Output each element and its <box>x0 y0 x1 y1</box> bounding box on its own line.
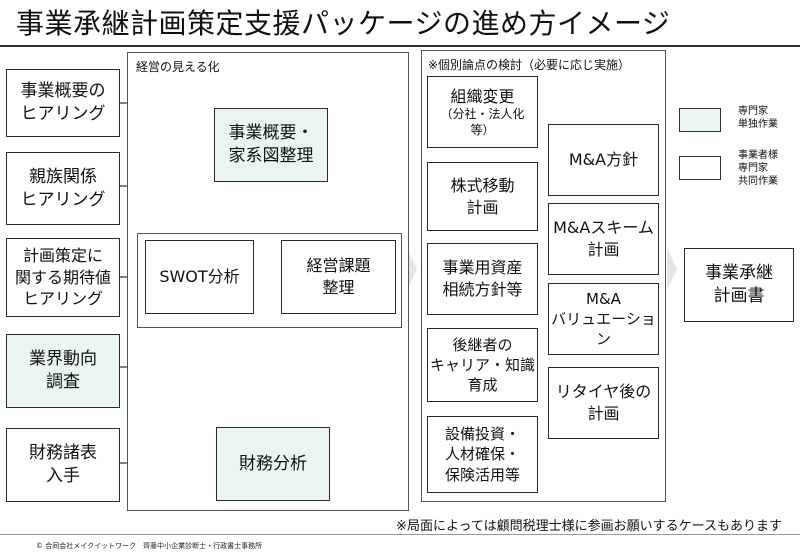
investment-line2: 人材確保・ <box>444 445 520 464</box>
industry-survey-box: 業界動向 調査 <box>6 334 120 408</box>
financial-statements-line2: 入手 <box>46 466 80 486</box>
investment-line3: 保険活用等 <box>444 465 520 484</box>
financial-analysis-box: 財務分析 <box>216 427 330 501</box>
legend-expert-line2: 単独作業 <box>738 119 778 130</box>
legend-joint-line1: 事業者様 <box>738 150 778 161</box>
ma-scheme-line1: M&Aスキーム <box>553 218 654 238</box>
successor-line2: キャリア・知識 <box>429 355 535 374</box>
hearing-overview-box: 事業概要の ヒアリング <box>6 69 120 137</box>
issues-line2: 整理 <box>322 278 355 297</box>
issues-box: 経営課題 整理 <box>281 240 396 314</box>
hearing-overview-line1: 事業概要の <box>20 81 106 102</box>
stock-transfer-line2: 計画 <box>466 197 499 217</box>
org-change-note-line2: 等） <box>470 122 495 137</box>
title-underline <box>0 45 800 47</box>
retirement-line1: リタイヤ後の <box>555 382 652 402</box>
chevron-2 <box>667 248 677 290</box>
hearing-family-line1: 親族関係 <box>29 166 97 187</box>
output-plan-line1: 事業承継 <box>705 263 773 284</box>
stock-transfer-box: 株式移動 計画 <box>427 162 538 231</box>
legend-joint-line3: 共同作業 <box>738 176 778 187</box>
issues-line1: 経営課題 <box>306 256 371 276</box>
hearing-overview-line2: ヒアリング <box>20 104 106 124</box>
org-change-note-line1: （分社・法人化 <box>440 107 525 122</box>
financial-analysis-label: 財務分析 <box>239 453 307 474</box>
output-plan-box: 事業承継 計画書 <box>684 248 794 322</box>
hearing-expectation-line2: 関する期待値 <box>14 267 111 287</box>
ma-scheme-line2: 計画 <box>587 240 620 259</box>
business-assets-line1: 事業用資産 <box>442 258 523 278</box>
ma-valuation-line1: M&A <box>586 289 621 308</box>
financial-statements-line1: 財務諸表 <box>29 443 97 464</box>
successor-box: 後継者の キャリア・知識 育成 <box>427 328 538 402</box>
visualization-label: 経営の見える化 <box>136 60 220 74</box>
business-assets-line2: 相続方針等 <box>442 280 523 299</box>
industry-survey-line1: 業界動向 <box>29 349 97 370</box>
ma-policy-box: M&A方針 <box>548 124 659 196</box>
business-assets-box: 事業用資産 相続方針等 <box>427 243 538 315</box>
retirement-box: リタイヤ後の 計画 <box>548 367 659 439</box>
hearing-expectation-line1: 計画策定に <box>22 246 103 266</box>
swot-label: SWOT分析 <box>159 267 240 287</box>
retirement-line2: 計画 <box>587 404 620 423</box>
issues-review-label: ※個別論点の検討（必要に応じ実施） <box>428 58 631 72</box>
industry-survey-line2: 調査 <box>46 372 80 392</box>
legend-swatch-expert <box>679 108 721 132</box>
ma-valuation-box: M&A バリュエーション <box>548 283 659 355</box>
legend-expert-line1: 専門家 <box>738 106 768 117</box>
copyright: © 合同会社メイクイットワーク 齊藤中小企業診断士・行政書士事務所 <box>36 542 263 550</box>
financial-statements-box: 財務諸表 入手 <box>6 428 120 502</box>
investment-box: 設備投資・ 人材確保・ 保険活用等 <box>427 416 538 493</box>
hearing-expectation-line3: ヒアリング <box>22 289 103 309</box>
footnote: ※局面によっては顧問税理士様に参画お願いするケースもあります <box>396 519 782 534</box>
hearing-family-box: 親族関係 ヒアリング <box>6 152 120 225</box>
legend-joint-text: 事業者様 専門家 共同作業 <box>738 149 778 188</box>
successor-line3: 育成 <box>467 376 498 395</box>
org-change-box: 組織変更 （分社・法人化 等） <box>427 76 538 148</box>
investment-line1: 設備投資・ <box>444 425 520 444</box>
ma-valuation-line2: バリュエーション <box>551 309 656 349</box>
legend-expert-text: 専門家 単独作業 <box>738 105 778 131</box>
org-change-label: 組織変更 <box>450 86 515 106</box>
chevron-1 <box>407 248 417 290</box>
legend-joint-line2: 専門家 <box>738 163 768 174</box>
ma-policy-label: M&A方針 <box>568 150 639 170</box>
overview-organize-box: 事業概要・ 家系図整理 <box>214 108 328 182</box>
overview-organize-line2: 家系図整理 <box>228 146 314 166</box>
hearing-family-line2: ヒアリング <box>20 189 106 210</box>
footer-rule <box>0 534 800 535</box>
output-plan-line2: 計画書 <box>713 286 765 306</box>
page-title: 事業承継計画策定支援パッケージの進め方イメージ <box>16 7 671 40</box>
legend-swatch-joint <box>679 156 721 180</box>
successor-line1: 後継者の <box>452 335 513 354</box>
swot-box: SWOT分析 <box>145 240 254 314</box>
ma-scheme-box: M&Aスキーム 計画 <box>548 203 659 275</box>
hearing-expectation-box: 計画策定に 関する期待値 ヒアリング <box>6 238 120 317</box>
overview-organize-line1: 事業概要・ <box>228 123 314 144</box>
stock-transfer-line1: 株式移動 <box>450 175 515 195</box>
